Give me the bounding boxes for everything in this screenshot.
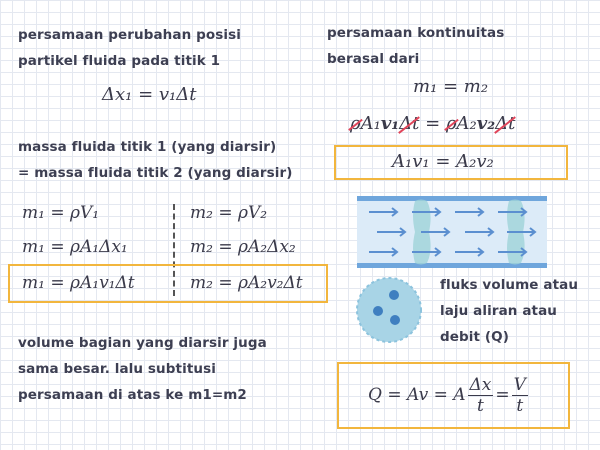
highlight-box-continuity bbox=[334, 145, 568, 180]
flow-arrow-icon bbox=[498, 207, 528, 217]
flow-arrow-icon bbox=[369, 247, 399, 257]
flux-eq-lhs: Q = Av = A bbox=[368, 385, 466, 405]
position-text-line2: partikel fluida pada titik 1 bbox=[18, 53, 221, 69]
flux-cross-section-icon bbox=[356, 277, 422, 343]
fraction-denominator: t bbox=[516, 395, 524, 416]
eq-row3-right: m₂ = ρA₂v₂Δt bbox=[190, 273, 303, 293]
flow-arrow-icon bbox=[369, 207, 399, 217]
flow-arrow-icon bbox=[412, 207, 442, 217]
flux-text-line3: debit (Q) bbox=[440, 329, 509, 345]
equals-sign: = bbox=[495, 385, 510, 405]
continuity-equation: A₁v₁ = A₂v₂ bbox=[392, 151, 494, 172]
cancelled-dt2: Δt bbox=[495, 113, 516, 134]
pipe-bottom-wall bbox=[357, 263, 547, 268]
volume-text-line1: volume bagian yang diarsir juga bbox=[18, 335, 267, 351]
volume-text-line2: sama besar. lalu subtitusi bbox=[18, 361, 216, 377]
flow-arrow-icon bbox=[455, 247, 485, 257]
continuity-text-line2: berasal dari bbox=[327, 51, 420, 67]
pipe-flow-illustration bbox=[357, 196, 547, 268]
volume-text-line3: persamaan di atas ke m1=m2 bbox=[18, 387, 247, 403]
continuity-text-line1: persamaan kontinuitas bbox=[327, 25, 505, 41]
eq-row1-left: m₁ = ρV₁ bbox=[22, 203, 100, 223]
flux-equation: Q = Av = A Δx t = V t bbox=[368, 370, 530, 420]
particle-dot bbox=[389, 290, 399, 300]
column-divider bbox=[173, 204, 175, 296]
flow-arrow-icon bbox=[455, 207, 485, 217]
particle-dot bbox=[373, 306, 383, 316]
equals-sign: = bbox=[425, 113, 441, 134]
eq-row2-left: m₁ = ρA₁Δx₁ bbox=[22, 237, 128, 257]
term-a1: A₁ bbox=[360, 113, 381, 134]
fraction-denominator: t bbox=[477, 395, 484, 416]
cross-section-disc bbox=[356, 277, 422, 343]
eq-row2-right: m₂ = ρA₂Δx₂ bbox=[190, 237, 296, 257]
eq-row1-right: m₂ = ρV₂ bbox=[190, 203, 268, 223]
flux-text-line2: laju aliran atau bbox=[440, 303, 558, 319]
cancellation-equation: ρA₁v₁Δt = ρA₂v₂Δt bbox=[350, 113, 515, 134]
flow-arrow-icon bbox=[421, 227, 451, 237]
eq-row3-left: m₁ = ρA₁v₁Δt bbox=[22, 273, 135, 293]
position-equation: Δx₁ = v₁Δt bbox=[102, 84, 197, 105]
pipe-top-wall bbox=[357, 196, 547, 201]
mass-equality-equation: m₁ = m₂ bbox=[413, 76, 489, 97]
cancelled-rho1: ρ bbox=[350, 113, 361, 134]
flow-arrow-icon bbox=[498, 247, 528, 257]
cancelled-rho2: ρ bbox=[445, 113, 457, 134]
particle-dot bbox=[390, 315, 400, 325]
cancelled-dt1: Δt bbox=[399, 113, 420, 134]
flow-arrows bbox=[369, 207, 537, 257]
mass-text-line2: = massa fluida titik 2 (yang diarsir) bbox=[18, 165, 293, 181]
highlight-box-flux bbox=[337, 362, 570, 429]
fraction-dx-over-t: Δx t bbox=[467, 374, 494, 416]
fraction-numerator: V bbox=[511, 374, 528, 396]
position-text-line1: persamaan perubahan posisi bbox=[18, 27, 241, 43]
term-a2: A₂ bbox=[456, 113, 477, 134]
flow-arrow-icon bbox=[507, 227, 537, 237]
fraction-numerator: Δx bbox=[467, 374, 494, 396]
fraction-v-over-t: V t bbox=[511, 374, 528, 416]
flow-arrow-icon bbox=[465, 227, 495, 237]
mass-text-line1: massa fluida titik 1 (yang diarsir) bbox=[18, 139, 277, 155]
flow-arrow-icon bbox=[377, 227, 407, 237]
term-v1: v₁ bbox=[380, 113, 400, 134]
term-v2: v₂ bbox=[476, 113, 496, 134]
flux-text-line1: fluks volume atau bbox=[440, 277, 579, 293]
highlight-box-mass bbox=[8, 264, 328, 303]
flow-arrow-icon bbox=[412, 247, 442, 257]
